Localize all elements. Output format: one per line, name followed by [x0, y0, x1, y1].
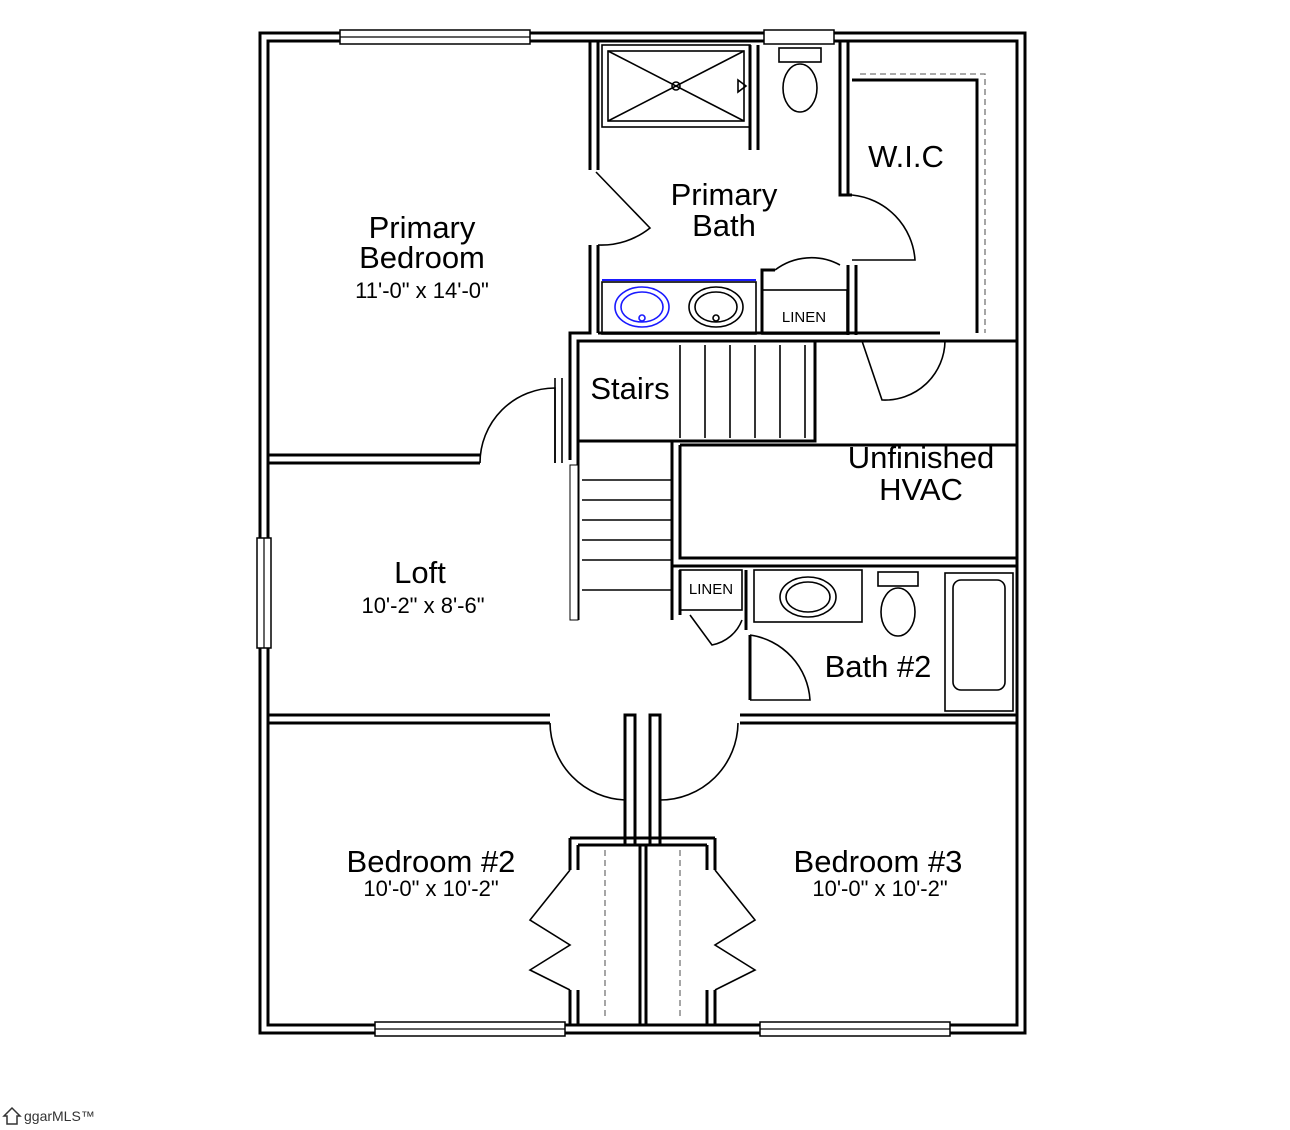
bedroom2-dims: 10'-0" x 10'-2" — [363, 876, 498, 901]
bedroom3-name: Bedroom #3 — [794, 844, 963, 879]
house-logo-icon — [2, 1106, 22, 1125]
hvac-walls — [672, 341, 1017, 568]
watermark: ggarMLS™ — [2, 1106, 95, 1126]
loft-dims: 10'-2" x 8'-6" — [361, 593, 484, 618]
primary-bath-name-1: Primary — [671, 177, 778, 212]
stairs — [569, 339, 817, 621]
wic-name: W.I.C — [868, 139, 944, 174]
primary-bath-name-2: Bath — [692, 208, 756, 243]
watermark-text: ggarMLS™ — [24, 1108, 95, 1124]
linen-upper-name: LINEN — [782, 309, 826, 326]
bedroom3-dims: 10'-0" x 10'-2" — [812, 876, 947, 901]
primary-bath-fixtures — [595, 41, 916, 335]
lower-walls — [268, 713, 1017, 1027]
primary-bedroom-walls — [268, 41, 600, 465]
bedroom2-name: Bedroom #2 — [347, 844, 516, 879]
bath2-name: Bath #2 — [825, 649, 932, 684]
primary-bedroom-name-1: Primary — [369, 210, 476, 245]
wic-walls — [578, 73, 1017, 401]
primary-bedroom-name-2: Bedroom — [359, 240, 485, 275]
hvac-name-2: HVAC — [879, 472, 963, 507]
room-labels: Primary Bedroom 11'-0" x 14'-0" Primary … — [347, 139, 995, 901]
hvac-name-1: Unfinished — [848, 440, 994, 475]
bath2-fixtures — [678, 569, 1014, 712]
linen-lower-name: LINEN — [689, 581, 733, 598]
stairs-name: Stairs — [590, 371, 669, 406]
primary-bedroom-dims: 11'-0" x 14'-0" — [355, 278, 489, 303]
loft-name: Loft — [394, 555, 446, 590]
windows — [256, 29, 951, 1037]
